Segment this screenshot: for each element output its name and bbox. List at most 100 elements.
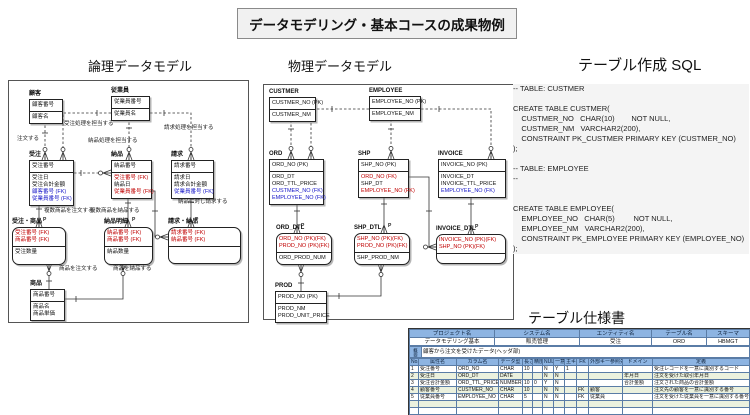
spec-meta-value: ORD <box>651 337 707 346</box>
entity-compartments: 受注番号 (FK)商品番号 (FK)受注数量 <box>12 227 66 265</box>
spec-data-cell: 年月日 <box>622 372 653 380</box>
spec-data-cell <box>532 365 543 373</box>
entity-prod: 商品商品番号商品名商品単価 <box>30 281 65 321</box>
pk-compartment: SHP_NO (PK) <box>359 160 408 172</box>
spec-columns-table: No.属性名カラム名データ型長さ精度NULL一意主キーFK外部キー参照先ドメイン… <box>409 358 750 415</box>
spec-data-cell <box>588 372 623 380</box>
pk-compartment: CUSTMER_NO (PK) <box>270 98 323 110</box>
attribute-row: PROD_NO (PK)(FK) <box>279 243 330 249</box>
relationship-line <box>151 190 168 238</box>
physical-model-heading: 物理データモデル <box>288 59 393 74</box>
spec-data-cell <box>522 372 533 380</box>
attribute-row: INVOICE_NO (PK) <box>441 162 488 168</box>
spec-empty-cell <box>542 400 554 408</box>
attribute-row: ORD_NO (FK) <box>361 174 397 180</box>
spec-data-cell: N <box>542 386 554 394</box>
crow-foot-marker <box>310 150 315 160</box>
attribute-row: 商品番号 (FK) <box>15 237 50 243</box>
entity-name: SHP_DTL <box>354 225 382 231</box>
spec-data-cell: 受注番号 <box>418 365 457 373</box>
relationship-label: 商品を納品する <box>113 266 152 272</box>
identifying-p-marker: P <box>388 223 392 229</box>
crow-foot-marker <box>38 218 43 228</box>
entity-name: 従業員 <box>111 88 130 94</box>
entity-name: INVOICE_DTL <box>436 226 476 232</box>
entity-name: 商品 <box>30 281 43 287</box>
pk-compartment: 納品番号 <box>112 161 151 173</box>
entity-compartments: SHP_NO (PK)(FK)PROD_NO (PK)(FK)SHP_PROD_… <box>354 233 410 265</box>
entity-ord: 受注受注番号受注日受注合計金額顧客番号 (FK)従業員番号 (FK) <box>29 152 74 206</box>
entity-name: 請求 <box>171 152 184 158</box>
attribute-row: SHP_PROD_NM <box>357 255 399 261</box>
spec-data-cell <box>622 365 653 373</box>
spec-data-cell: 注文先の顧客を一意に識別する番号 <box>652 386 750 394</box>
attribute-row: CUSTMER_NO (FK) <box>272 188 323 194</box>
crow-foot-marker <box>124 218 129 228</box>
spec-data-cell <box>532 372 543 380</box>
attribute-row: 請求日 <box>174 175 191 181</box>
pk-compartment: 顧客番号 <box>30 100 62 112</box>
attribute-row: ORD_NO (PK) <box>272 162 309 168</box>
entity-shp: 納品納品番号受注番号 (FK)納品日従業員番号 (FK) <box>111 152 154 199</box>
crow-foot-marker <box>490 150 495 160</box>
spec-col-header: 長さ <box>522 358 533 366</box>
attribute-row: ORD_TTL_PRICE <box>272 181 317 187</box>
pk-compartment: ORD_NO (PK) <box>270 160 323 172</box>
spec-data-cell: ORD_NO <box>456 365 499 373</box>
attribute-row: 納品番号 (FK) <box>171 237 206 243</box>
attr-compartment: 受注日受注合計金額顧客番号 (FK)従業員番号 (FK) <box>30 173 73 205</box>
spec-data-cell: N <box>542 365 554 373</box>
crow-foot-marker <box>127 218 132 228</box>
attr-compartment: 納品数量 <box>105 247 152 264</box>
spec-data-cell: 5 <box>522 393 533 401</box>
spec-data-cell: 10 <box>522 365 533 373</box>
spec-data-cell: CUSTMER_NO <box>456 386 499 394</box>
spec-summary-text: 顧客から注文を受けたデータ(ヘッダ部) <box>421 346 750 358</box>
spec-data-cell: 3 <box>409 379 419 387</box>
attribute-row: ORD_DT <box>272 174 295 180</box>
attribute-row: 納品数量 <box>107 249 130 255</box>
entity-compartments: CUSTMER_NO (PK)CUSTMER_NM <box>269 97 323 122</box>
attribute-row: PROD_NO (PK) <box>278 294 318 300</box>
attribute-row: 従業員番号 (FK) <box>114 189 154 195</box>
spec-meta-header: テーブル名 <box>651 329 707 338</box>
spec-col-header: No. <box>409 358 419 366</box>
crow-foot-marker <box>102 169 112 174</box>
spec-meta-table: プロジェクト名システム名エンティティ名テーブル名スキーマデータモデリング基本販売… <box>409 329 750 346</box>
spec-data-cell <box>576 365 589 373</box>
attribute-row: 受注番号 <box>32 163 55 169</box>
attribute-row: 納品番号 (FK) <box>107 230 142 236</box>
spec-data-cell: EMPLOYEE_NO <box>456 393 499 401</box>
entity-compartments: 従業員番号従業員名 <box>111 96 150 121</box>
identifying-p-marker: P <box>301 223 305 229</box>
crow-foot-marker <box>427 246 437 251</box>
spec-summary-table: 概要顧客から注文を受けたデータ(ヘッダ部) <box>409 346 750 358</box>
spec-data-cell: 受注レコードを一意に識別するコード <box>652 365 750 373</box>
attribute-row: 商品単価 <box>33 311 56 317</box>
crow-foot-marker <box>390 150 395 160</box>
spec-empty-cell <box>588 407 623 415</box>
crow-foot-marker <box>380 263 385 273</box>
spec-data-cell: FK <box>576 393 589 401</box>
attribute-row: INVOICE_TTL_PRICE <box>441 181 497 187</box>
spec-col-header: NULL <box>542 358 554 366</box>
entity-invshp: 請求・納品請求番号 (FK)納品番号 (FK) <box>168 219 241 264</box>
attribute-row: SHP_NO (PK)(FK) <box>357 236 403 242</box>
spec-empty-cell <box>588 400 623 408</box>
spec-data-cell: 4 <box>409 386 419 394</box>
attr-compartment: CUSTMER_NM <box>270 110 315 121</box>
spec-data-cell: DATE <box>498 372 523 380</box>
crow-foot-marker <box>125 151 130 161</box>
attribute-row: ORD_NO (PK)(FK) <box>279 236 326 242</box>
crow-foot-marker <box>377 263 382 273</box>
spec-empty-cell <box>522 400 533 408</box>
entity-compartments: 請求番号 (FK)納品番号 (FK) <box>168 227 241 264</box>
